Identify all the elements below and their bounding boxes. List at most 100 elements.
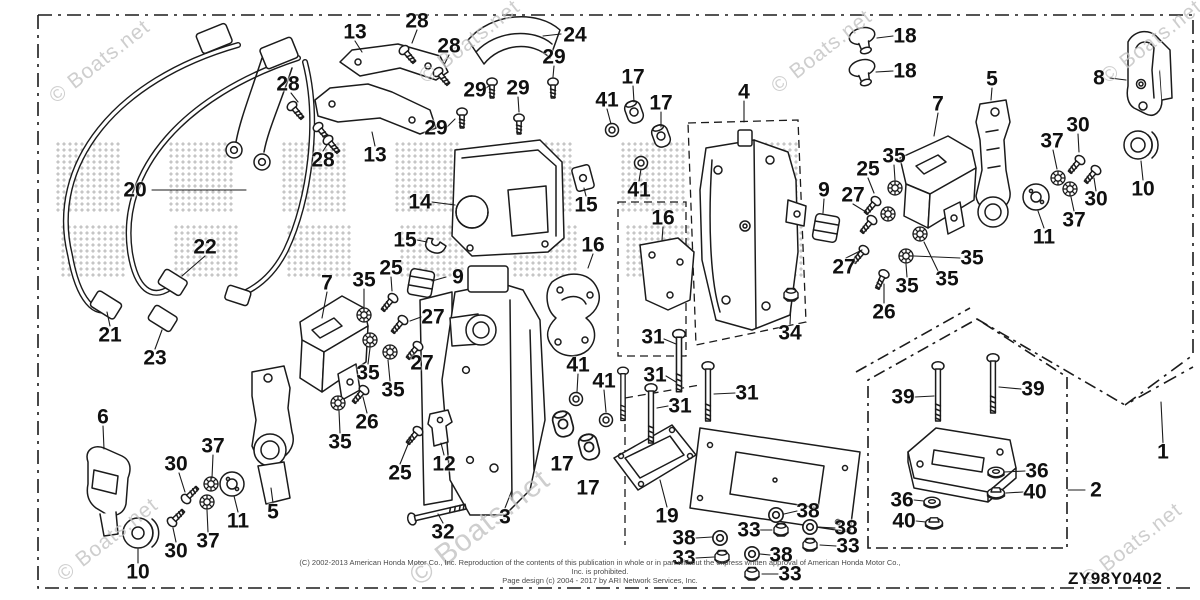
part-callout-17[interactable]: 17 [621,65,645,89]
part-callout-13[interactable]: 13 [363,143,387,167]
part-callout-7[interactable]: 7 [932,92,944,116]
part-callout-39[interactable]: 39 [891,385,915,409]
part-callout-30[interactable]: 30 [164,452,188,476]
handle-8-art [1126,30,1173,116]
part-callout-36[interactable]: 36 [1025,459,1049,483]
part-callout-33[interactable]: 33 [672,546,696,570]
part-callout-31[interactable]: 31 [643,363,667,387]
part-callout-28[interactable]: 28 [311,148,335,172]
part-callout-16[interactable]: 16 [581,233,605,257]
part-callout-37[interactable]: 37 [1062,208,1086,232]
part-callout-10[interactable]: 10 [126,560,150,584]
part-callout-8[interactable]: 8 [1093,66,1105,90]
part-callout-33[interactable]: 33 [737,518,761,542]
part-callout-41[interactable]: 41 [627,178,651,202]
part-callout-41[interactable]: 41 [592,369,616,393]
handle-6-art [86,446,131,537]
part-callout-35[interactable]: 35 [352,268,376,292]
bracket-15-art [571,164,595,192]
part-callout-30[interactable]: 30 [1066,113,1090,137]
part-callout-24[interactable]: 24 [563,23,587,47]
part-callout-27[interactable]: 27 [410,351,434,375]
part-callout-38[interactable]: 38 [769,543,793,567]
gasket-16-art [546,237,695,357]
part-callout-30[interactable]: 30 [164,539,188,563]
part-callout-27[interactable]: 27 [841,183,865,207]
part-callout-29[interactable]: 29 [506,76,530,100]
part-callout-15[interactable]: 15 [393,228,417,252]
part-callout-40[interactable]: 40 [1023,480,1047,504]
part-callout-27[interactable]: 27 [421,305,445,329]
part-callout-17[interactable]: 17 [576,476,600,500]
part-callout-30[interactable]: 30 [1084,187,1108,211]
part-callout-15[interactable]: 15 [574,193,598,217]
part-callout-10[interactable]: 10 [1131,177,1155,201]
part-callout-5[interactable]: 5 [986,67,998,91]
part-callout-31[interactable]: 31 [668,394,692,418]
part-callout-37[interactable]: 37 [1040,129,1064,153]
part-callout-37[interactable]: 37 [196,529,220,553]
part-callout-41[interactable]: 41 [566,353,590,377]
part-callout-26[interactable]: 26 [355,410,379,434]
part-callout-32[interactable]: 32 [431,520,455,544]
part-callout-19[interactable]: 19 [655,504,679,528]
housing-14-art [451,139,565,257]
part-callout-22[interactable]: 22 [193,235,217,259]
part-callout-35[interactable]: 35 [356,361,380,385]
part-callout-27[interactable]: 27 [832,255,856,279]
part-callout-28[interactable]: 28 [437,34,461,58]
part-callout-4[interactable]: 4 [738,80,750,104]
part-callout-21[interactable]: 21 [98,323,122,347]
part-callout-31[interactable]: 31 [641,325,665,349]
part-callout-35[interactable]: 35 [935,267,959,291]
part-callout-16[interactable]: 16 [651,206,675,230]
part-callout-20[interactable]: 20 [123,178,147,202]
part-callout-37[interactable]: 37 [201,434,225,458]
part-callout-35[interactable]: 35 [882,144,906,168]
part-callout-25[interactable]: 25 [379,256,403,280]
part-callout-40[interactable]: 40 [892,509,916,533]
part-callout-41[interactable]: 41 [595,88,619,112]
part-callout-29[interactable]: 29 [542,45,566,69]
part-callout-31[interactable]: 31 [735,381,759,405]
part-callout-5[interactable]: 5 [267,500,279,524]
part-callout-36[interactable]: 36 [890,488,914,512]
part-callout-18[interactable]: 18 [893,24,917,48]
part-callout-38[interactable]: 38 [796,499,820,523]
part-callout-29[interactable]: 29 [424,116,448,140]
part-callout-7[interactable]: 7 [321,271,333,295]
part-callout-33[interactable]: 33 [778,562,802,586]
part-callout-35[interactable]: 35 [960,246,984,270]
part-callout-2[interactable]: 2 [1090,478,1102,502]
part-callout-12[interactable]: 12 [432,452,456,476]
part-callout-13[interactable]: 13 [343,20,367,44]
part-callout-38[interactable]: 38 [672,526,696,550]
part-callout-14[interactable]: 14 [408,190,432,214]
part-callout-23[interactable]: 23 [143,346,167,370]
part-callout-9[interactable]: 9 [452,265,464,289]
part-callout-39[interactable]: 39 [1021,377,1045,401]
part-callout-35[interactable]: 35 [381,378,405,402]
part-callout-11[interactable]: 11 [226,509,250,533]
part-callout-25[interactable]: 25 [388,461,412,485]
part-callout-28[interactable]: 28 [276,72,300,96]
part-callout-11[interactable]: 11 [1032,225,1056,249]
part-callout-26[interactable]: 26 [872,300,896,324]
part-callout-35[interactable]: 35 [895,274,919,298]
part-callout-17[interactable]: 17 [550,452,574,476]
part-callout-1[interactable]: 1 [1157,440,1169,464]
part-callout-38[interactable]: 38 [834,516,858,540]
part-callout-3[interactable]: 3 [499,505,511,529]
part-callout-17[interactable]: 17 [649,91,673,115]
part-callout-9[interactable]: 9 [818,178,830,202]
part-callout-18[interactable]: 18 [893,59,917,83]
part-callout-6[interactable]: 6 [97,405,109,429]
part-callout-34[interactable]: 34 [778,321,802,345]
part-callout-33[interactable]: 33 [836,534,860,558]
part-callout-25[interactable]: 25 [856,157,880,181]
part-callout-35[interactable]: 35 [328,430,352,454]
part-callout-29[interactable]: 29 [463,78,487,102]
part-callout-28[interactable]: 28 [405,9,429,33]
halftone-block [168,141,234,213]
